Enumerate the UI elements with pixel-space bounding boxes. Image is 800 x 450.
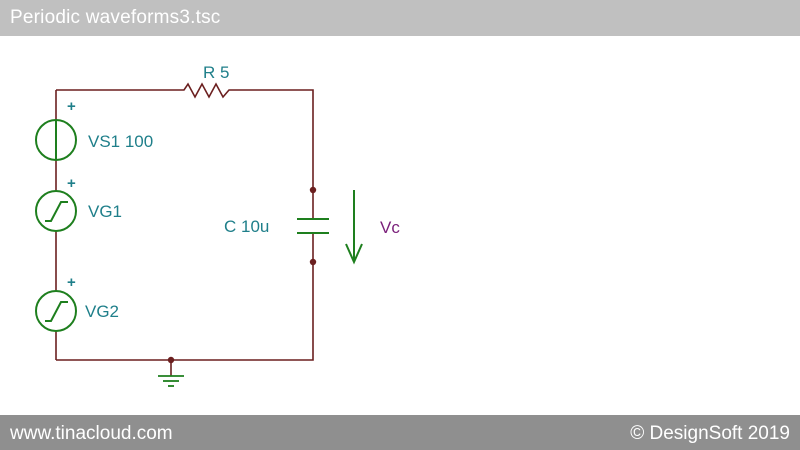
junction-dot — [309, 186, 317, 194]
wires — [55, 89, 314, 376]
ground-icon — [158, 375, 184, 387]
capacitor-label: C 10u — [224, 217, 269, 236]
website-link[interactable]: www.tinacloud.com — [10, 423, 173, 444]
title-bar: Periodic waveforms3.tsc — [0, 0, 800, 36]
plus-sign-vg2: + — [67, 274, 76, 291]
window-title: Periodic waveforms3.tsc — [10, 7, 221, 28]
plus-sign-vg1: + — [67, 175, 76, 192]
resistor-label: R 5 — [203, 63, 229, 82]
circuit-diagram: + + + R 5 VS1 100 VG1 VG2 C 10u Vc — [35, 63, 400, 387]
junction-dot — [309, 258, 317, 266]
wire-right-bottom — [56, 262, 314, 361]
polarity-marks: + + + — [67, 98, 76, 291]
wire-top-right — [241, 89, 314, 190]
junctions — [167, 186, 317, 364]
vg2-label: VG2 — [85, 302, 119, 321]
voltage-arrow-icon[interactable] — [345, 190, 363, 265]
vs1-source[interactable] — [35, 119, 77, 161]
schematic-canvas[interactable]: + + + R 5 VS1 100 VG1 VG2 C 10u Vc — [0, 36, 800, 415]
plus-sign-vs1: + — [67, 98, 76, 115]
vs1-label: VS1 100 — [88, 132, 153, 151]
vg2-generator[interactable] — [35, 290, 77, 332]
vg1-generator[interactable] — [35, 190, 77, 232]
resistor-r[interactable] — [177, 82, 241, 99]
capacitor-c[interactable] — [297, 218, 329, 234]
copyright-text: © DesignSoft 2019 — [630, 423, 790, 444]
vg1-label: VG1 — [88, 202, 122, 221]
voltage-label: Vc — [380, 218, 400, 237]
footer-bar: www.tinacloud.com © DesignSoft 2019 — [0, 415, 800, 450]
junction-dot — [167, 356, 175, 364]
